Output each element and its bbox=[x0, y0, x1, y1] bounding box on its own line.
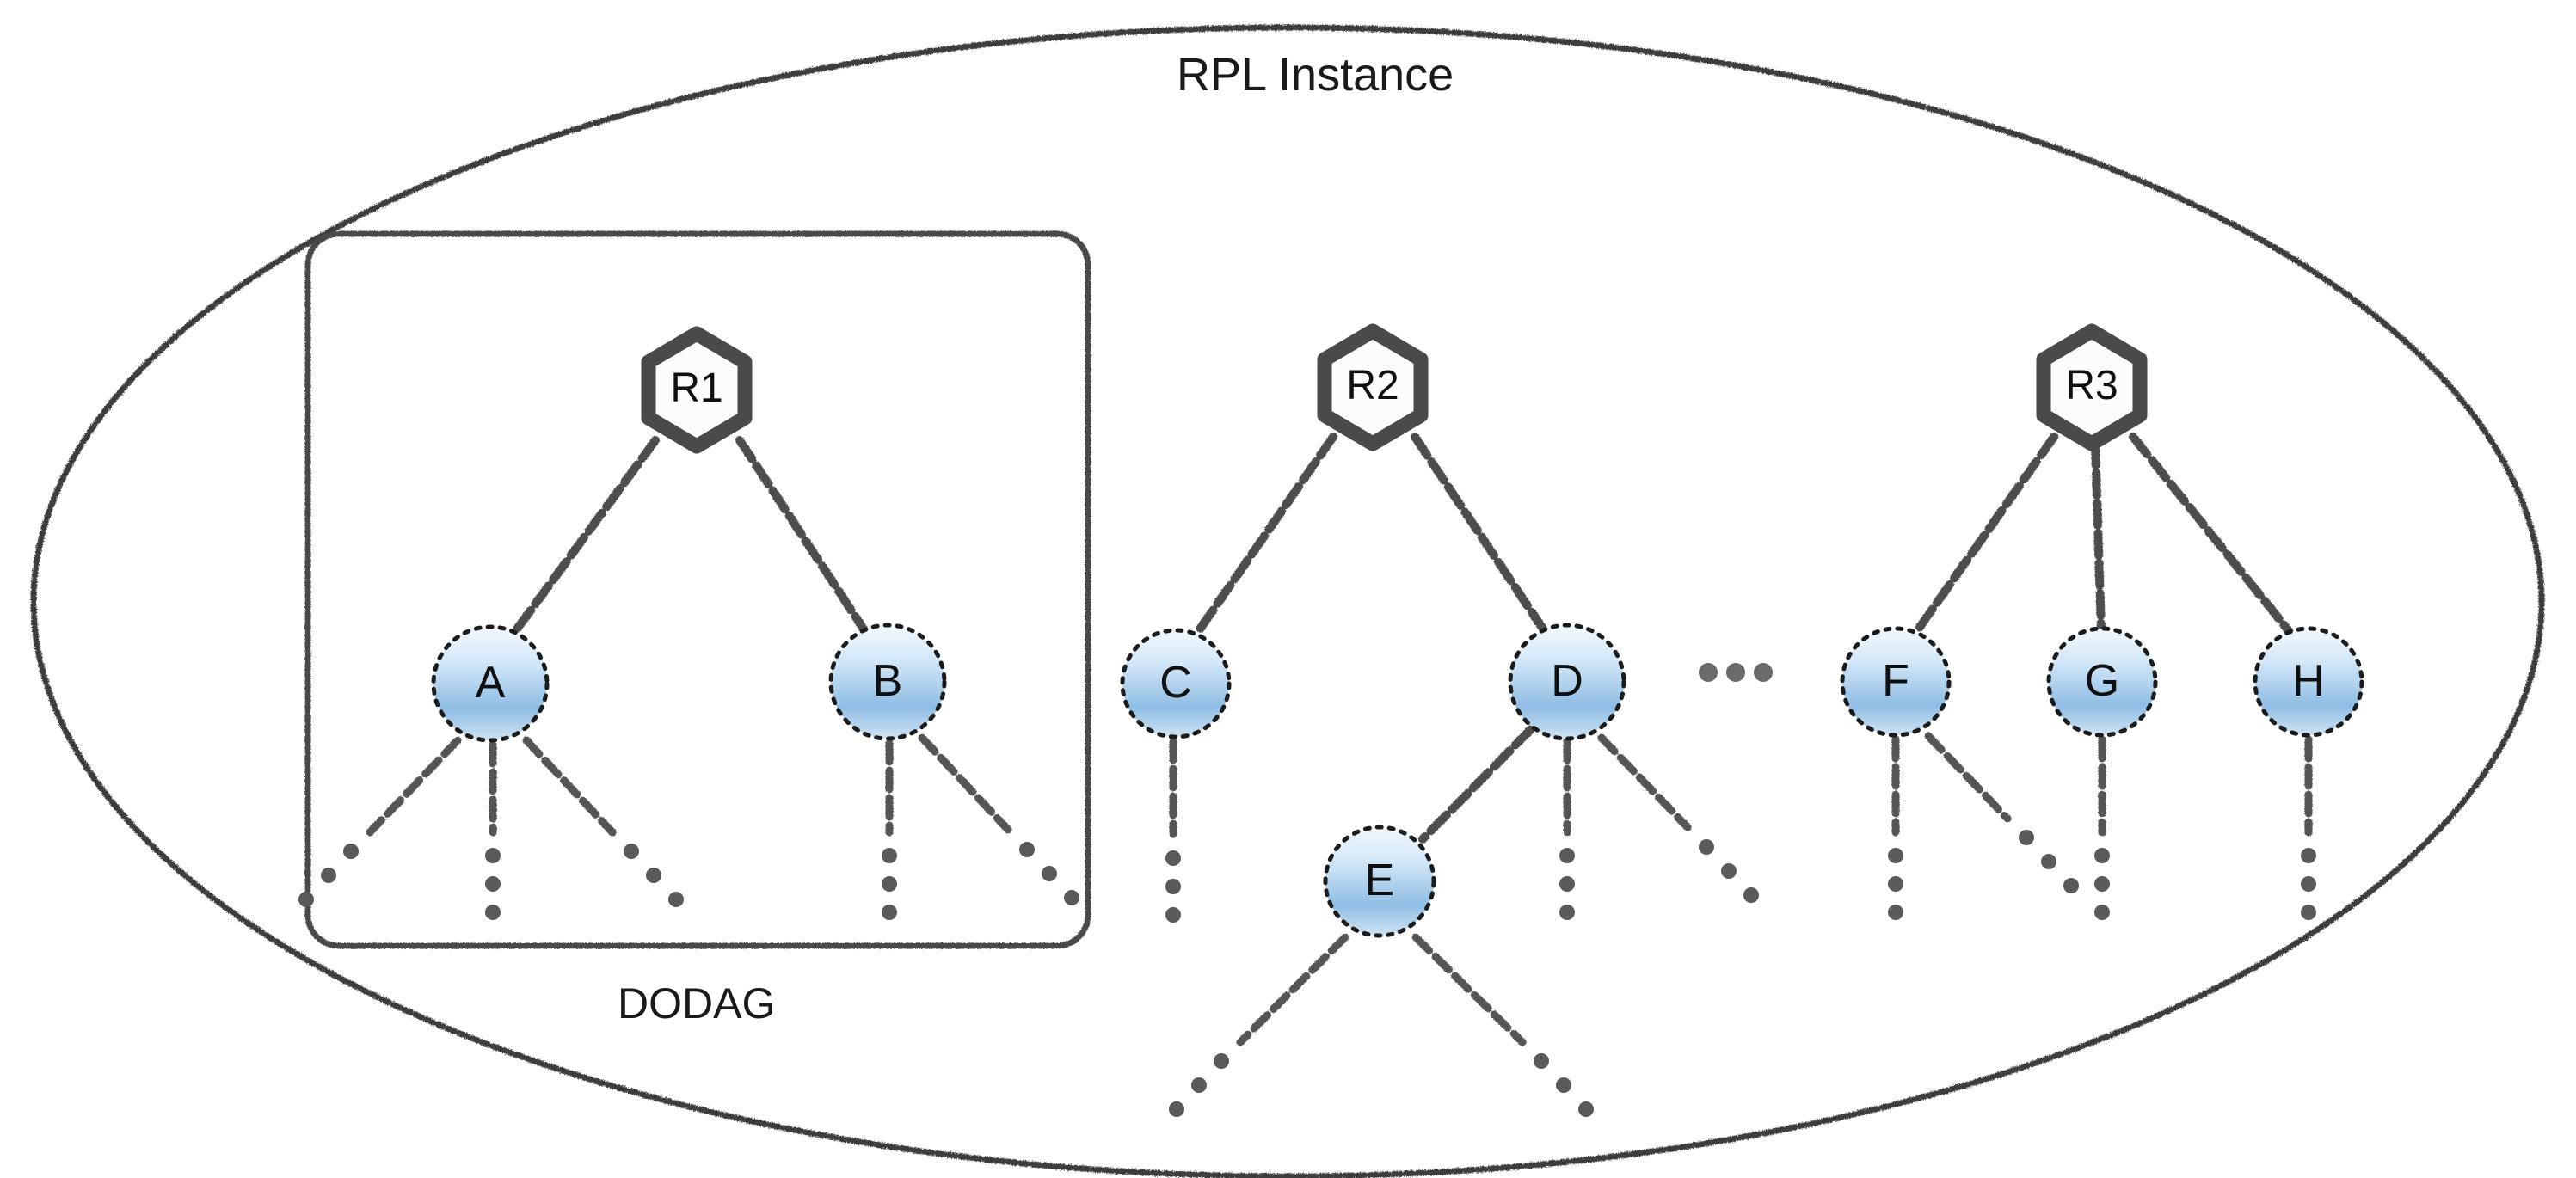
node-group bbox=[431, 623, 2364, 938]
rpl-instance-boundary bbox=[30, 24, 2545, 1178]
node-B-label: B bbox=[872, 656, 903, 706]
node-B-circle bbox=[828, 623, 947, 741]
stub-A-left bbox=[366, 736, 462, 837]
edge-R1-B bbox=[735, 436, 869, 635]
node-C-label: C bbox=[1159, 658, 1192, 708]
stub-branch-group bbox=[366, 732, 2313, 1046]
node-F-circle bbox=[1840, 626, 1952, 738]
stub-E-left bbox=[1236, 933, 1349, 1046]
router-group bbox=[641, 323, 2148, 454]
node-E-label: E bbox=[1364, 856, 1395, 905]
edge-R1-A bbox=[512, 436, 660, 635]
inter-dodag-ellipsis-icon bbox=[1699, 663, 1773, 682]
node-G-label: G bbox=[2084, 656, 2120, 706]
node-E-circle bbox=[1323, 825, 1436, 938]
node-D-circle bbox=[1508, 623, 1626, 741]
dodag-label: DODAG bbox=[618, 979, 776, 1028]
edge-R3-G bbox=[2091, 439, 2106, 635]
stub-dot-group bbox=[298, 830, 2316, 1117]
dodag-boundary bbox=[304, 230, 1091, 949]
stub-A-right bbox=[522, 736, 617, 837]
stub-D-right bbox=[1597, 733, 1692, 831]
router-R3-label: R3 bbox=[2065, 363, 2118, 408]
stub-E-right bbox=[1411, 933, 1527, 1046]
rpl-instance-title: RPL Instance bbox=[1177, 49, 1454, 101]
node-F-label: F bbox=[1882, 656, 1909, 706]
edge-R2-D bbox=[1411, 433, 1548, 635]
stub-B-right bbox=[918, 733, 1012, 834]
router-R2-hexagon bbox=[1317, 323, 1429, 451]
stub-F-right bbox=[1924, 732, 2012, 823]
node-G-circle bbox=[2046, 626, 2158, 738]
node-A-label: A bbox=[475, 658, 506, 708]
edge-R2-C bbox=[1193, 433, 1337, 637]
node-A-circle bbox=[431, 624, 550, 743]
node-H-label: H bbox=[2292, 656, 2325, 706]
node-D-label: D bbox=[1551, 656, 1583, 706]
edge-R3-H bbox=[2129, 433, 2294, 636]
router-R1-hexagon bbox=[641, 326, 753, 454]
router-R1-label: R1 bbox=[670, 365, 723, 411]
router-R2-label: R2 bbox=[1346, 363, 1399, 408]
router-R3-hexagon bbox=[2036, 323, 2148, 451]
edge-R3-F bbox=[1912, 433, 2058, 636]
node-H-circle bbox=[2253, 626, 2364, 738]
edge-D-E bbox=[1418, 725, 1535, 844]
node-C-circle bbox=[1120, 628, 1232, 739]
edge-group bbox=[512, 433, 2294, 844]
